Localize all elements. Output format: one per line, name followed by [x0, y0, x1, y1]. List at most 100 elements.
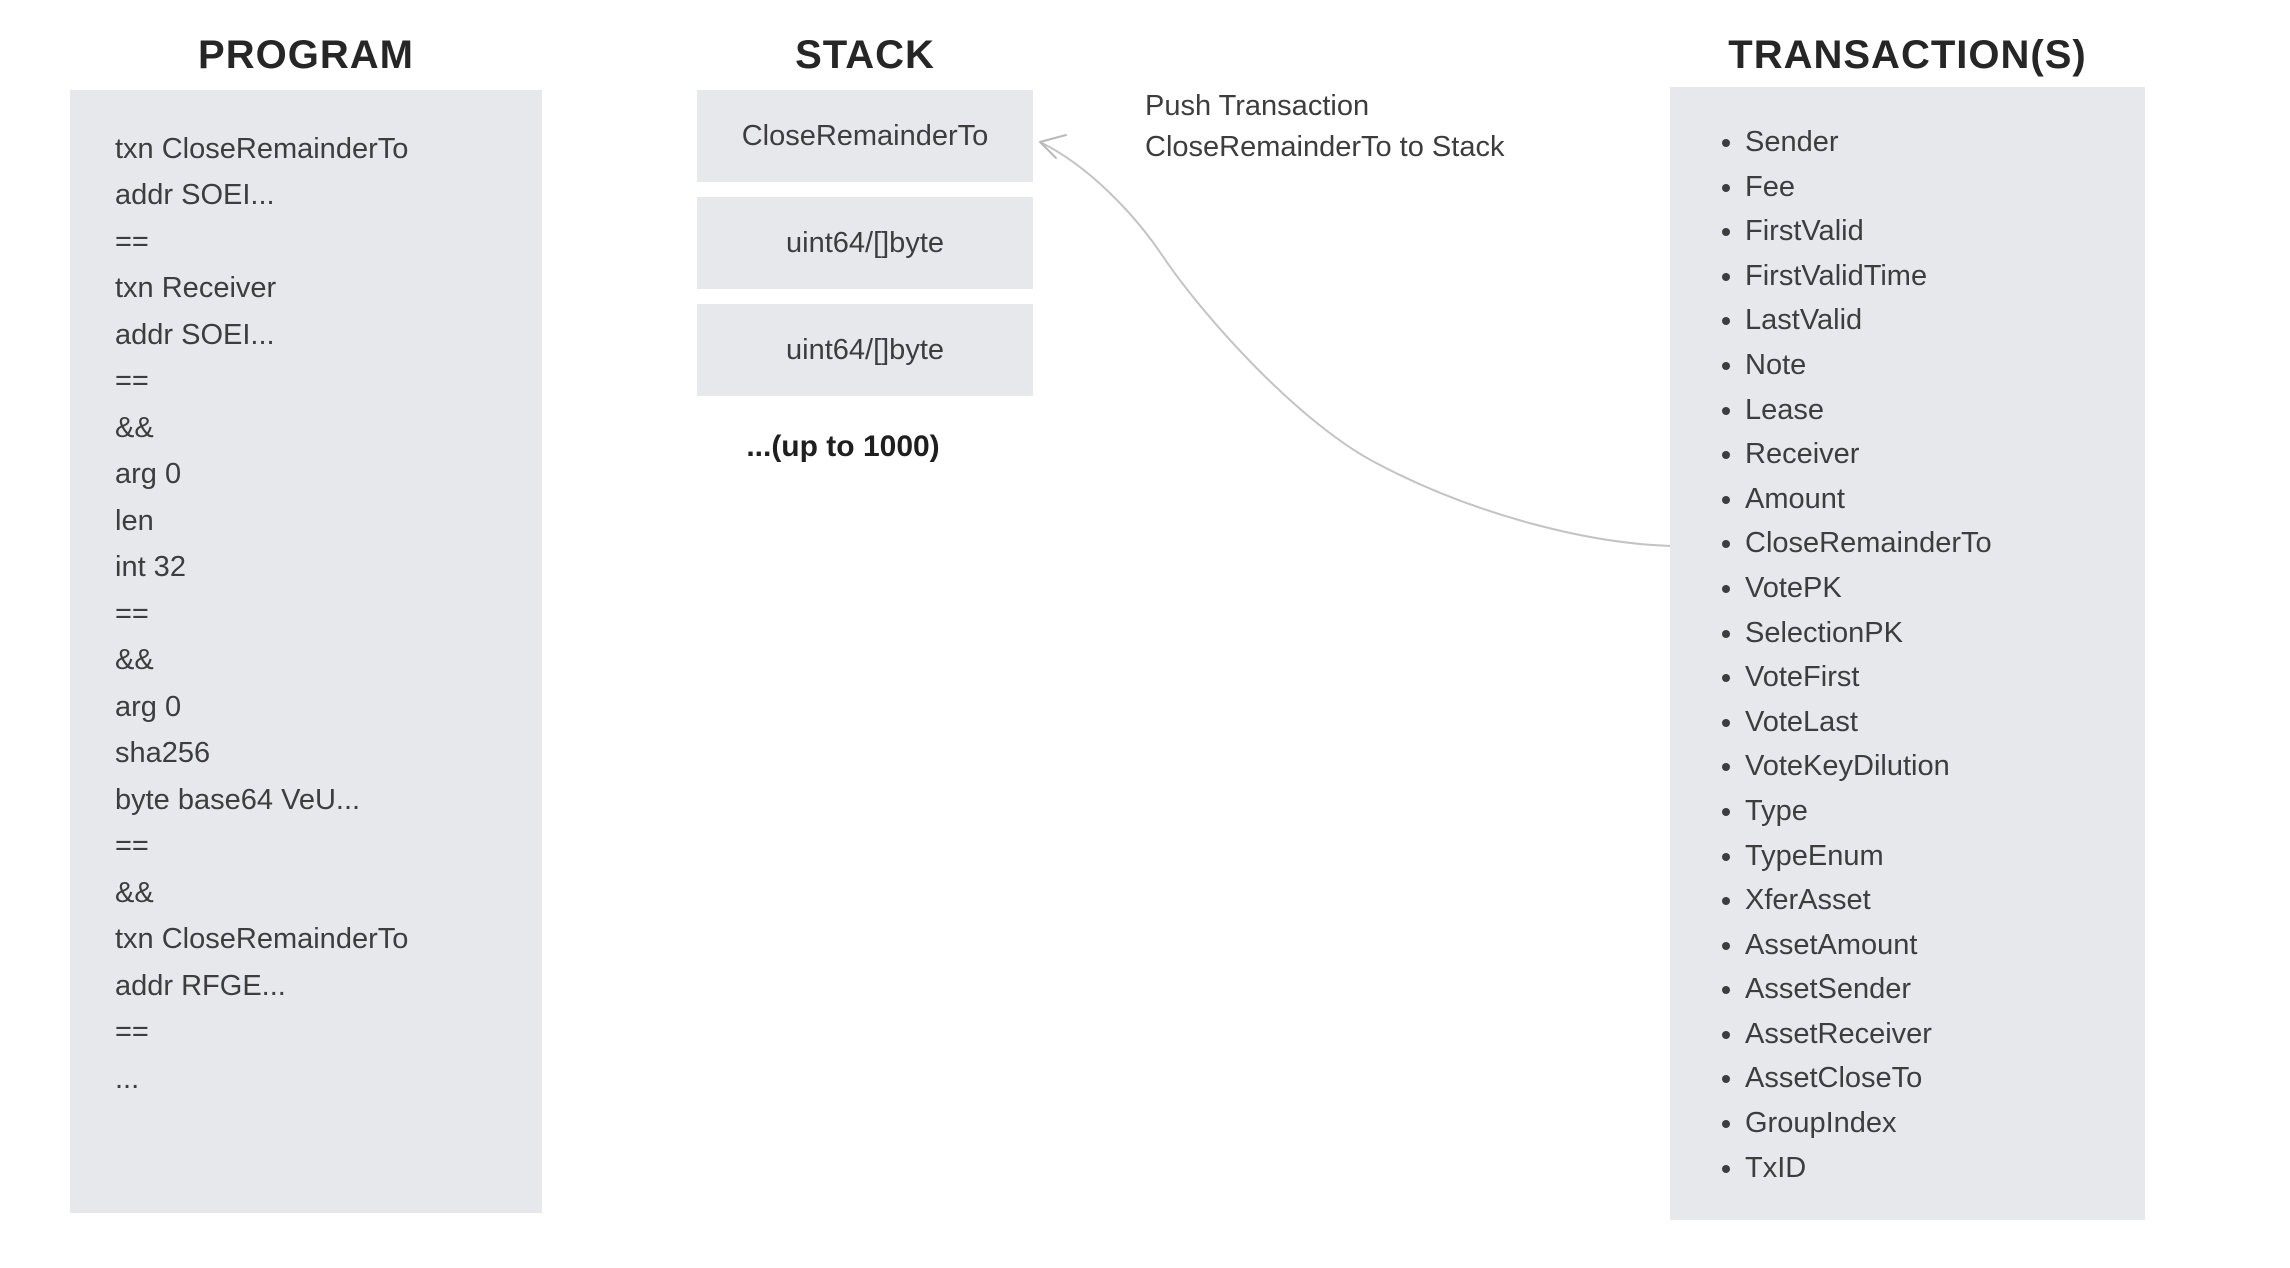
stack-slot-label: uint64/[]byte — [786, 226, 944, 259]
program-instruction: arg 0 — [115, 452, 542, 499]
transaction-field-label: AssetSender — [1745, 973, 1912, 1006]
push-annotation-line1: Push Transaction — [1145, 90, 1370, 122]
program-instruction-text: int 32 — [115, 551, 186, 584]
program-instruction-text: addr SOEI... — [115, 179, 275, 212]
program-instruction: addr SOEI... — [115, 173, 542, 220]
program-instruction: txn CloseRemainderTo — [115, 126, 542, 173]
program-instruction: == — [115, 824, 542, 871]
program-instruction: txn CloseRemainderTo — [115, 917, 542, 964]
program-instruction-text: addr SOEI... — [115, 318, 275, 351]
push-annotation-line2: CloseRemainderTo to Stack — [1145, 131, 1505, 163]
transaction-field: XferAsset — [1745, 878, 2145, 923]
transaction-field-label: TypeEnum — [1745, 839, 1884, 872]
transaction-field: SelectionPK — [1745, 611, 2145, 656]
transaction-field-label: Lease — [1745, 393, 1825, 426]
program-title: PROGRAM — [198, 33, 414, 77]
transaction-field: Amount — [1745, 477, 2145, 522]
transaction-field-label: CloseRemainderTo — [1745, 527, 1992, 560]
program-instruction: len — [115, 498, 542, 545]
transaction-field-label: Amount — [1745, 482, 1845, 515]
transaction-field-label: Sender — [1745, 126, 1839, 158]
transaction-field: Fee — [1745, 165, 2145, 210]
transaction-field: TypeEnum — [1745, 834, 2145, 879]
program-instruction-text: ... — [115, 1062, 140, 1095]
transaction-field-label: FirstValid — [1745, 215, 1864, 248]
transaction-field-label: GroupIndex — [1745, 1107, 1897, 1140]
program-instruction-text: byte base64 VeU... — [115, 783, 361, 816]
transaction-field-label: VotePK — [1745, 571, 1842, 604]
program-instruction: addr RFGE... — [115, 963, 542, 1010]
program-instruction: arg 0 — [115, 684, 542, 731]
program-instruction-text: == — [115, 1016, 149, 1049]
transaction-field-label: Type — [1745, 794, 1808, 827]
program-instruction: && — [115, 870, 542, 917]
program-instruction: && — [115, 638, 542, 685]
transaction-field: TxID — [1745, 1146, 2145, 1191]
program-instruction-text: sha256 — [115, 737, 211, 770]
transaction-field: CloseRemainderTo — [1745, 521, 2145, 566]
program-instruction-text: == — [115, 225, 149, 258]
transaction-field-list: Sender Fee FirstValid FirstValidTime Las… — [1670, 87, 2145, 1190]
program-instruction-text: arg 0 — [115, 458, 182, 491]
program-instruction-text: && — [115, 411, 154, 444]
transaction-field: Note — [1745, 343, 2145, 388]
transaction-field: Sender — [1745, 120, 2145, 165]
program-instruction-text: txn CloseRemainderTo — [115, 132, 409, 165]
program-instruction: ... — [115, 1056, 542, 1103]
transaction-field: VoteLast — [1745, 700, 2145, 745]
program-instruction: == — [115, 359, 542, 406]
transaction-field-label: Note — [1745, 348, 1807, 381]
program-instruction-text: txn CloseRemainderTo — [115, 923, 409, 956]
transaction-field: GroupIndex — [1745, 1101, 2145, 1146]
transaction-field: Receiver — [1745, 432, 2145, 477]
transaction-field-label: LastValid — [1745, 304, 1863, 337]
transaction-field-label: VoteFirst — [1745, 661, 1860, 694]
transaction-field-label: VoteKeyDilution — [1745, 750, 1950, 783]
stack-slot-label: CloseRemainderTo — [741, 119, 989, 152]
stack-title: STACK — [795, 33, 935, 77]
stack-slot: CloseRemainderTo — [697, 90, 1033, 182]
transaction-field-label: AssetCloseTo — [1745, 1062, 1923, 1095]
transaction-field: AssetAmount — [1745, 923, 2145, 968]
transactions-panel: Sender Fee FirstValid FirstValidTime Las… — [1670, 87, 2145, 1220]
push-arrow-curve — [1041, 142, 1698, 548]
program-instruction: == — [115, 1010, 542, 1057]
transaction-field: FirstValidTime — [1745, 254, 2145, 299]
program-instruction-text: arg 0 — [115, 690, 182, 723]
stack-slot: uint64/[]byte — [697, 197, 1033, 289]
transaction-field-label: AssetAmount — [1745, 928, 1918, 961]
stack-slot: uint64/[]byte — [697, 304, 1033, 396]
program-instruction-text: && — [115, 644, 154, 677]
transaction-field: Lease — [1745, 388, 2145, 433]
program-instruction: txn Receiver — [115, 266, 542, 313]
transaction-field: AssetCloseTo — [1745, 1056, 2145, 1101]
program-instruction: addr SOEI... — [115, 312, 542, 359]
transaction-field-label: TxID — [1745, 1151, 1807, 1184]
program-instruction-text: == — [115, 597, 149, 630]
push-annotation: Push Transaction CloseRemainderTo to Sta… — [1145, 86, 1504, 168]
program-instruction-text: len — [115, 504, 154, 537]
program-instruction: byte base64 VeU... — [115, 777, 542, 824]
transaction-field: FirstValid — [1745, 209, 2145, 254]
transaction-field-label: SelectionPK — [1745, 616, 1903, 649]
transactions-title: TRANSACTION(S) — [1728, 33, 2087, 77]
stack-slot-list: CloseRemainderTo uint64/[]byte uint64/[]… — [697, 90, 1033, 411]
program-instruction-text: == — [115, 830, 149, 863]
transaction-field: VoteFirst — [1745, 655, 2145, 700]
transaction-field: AssetReceiver — [1745, 1012, 2145, 1057]
stack-slot-label: uint64/[]byte — [786, 333, 944, 366]
arrowhead-icon — [1039, 134, 1067, 159]
program-instruction: == — [115, 591, 542, 638]
program-instruction: sha256 — [115, 731, 542, 778]
transaction-field-label: XferAsset — [1745, 884, 1871, 917]
transaction-field-label: AssetReceiver — [1745, 1017, 1932, 1050]
program-instruction: int 32 — [115, 545, 542, 592]
transaction-field-label: Fee — [1745, 170, 1795, 203]
transaction-field: Type — [1745, 789, 2145, 834]
transaction-field: AssetSender — [1745, 967, 2145, 1012]
program-instruction: && — [115, 405, 542, 452]
program-instruction-text: == — [115, 365, 149, 398]
program-instruction: == — [115, 219, 542, 266]
stack-capacity-note: ...(up to 1000) — [746, 430, 940, 463]
